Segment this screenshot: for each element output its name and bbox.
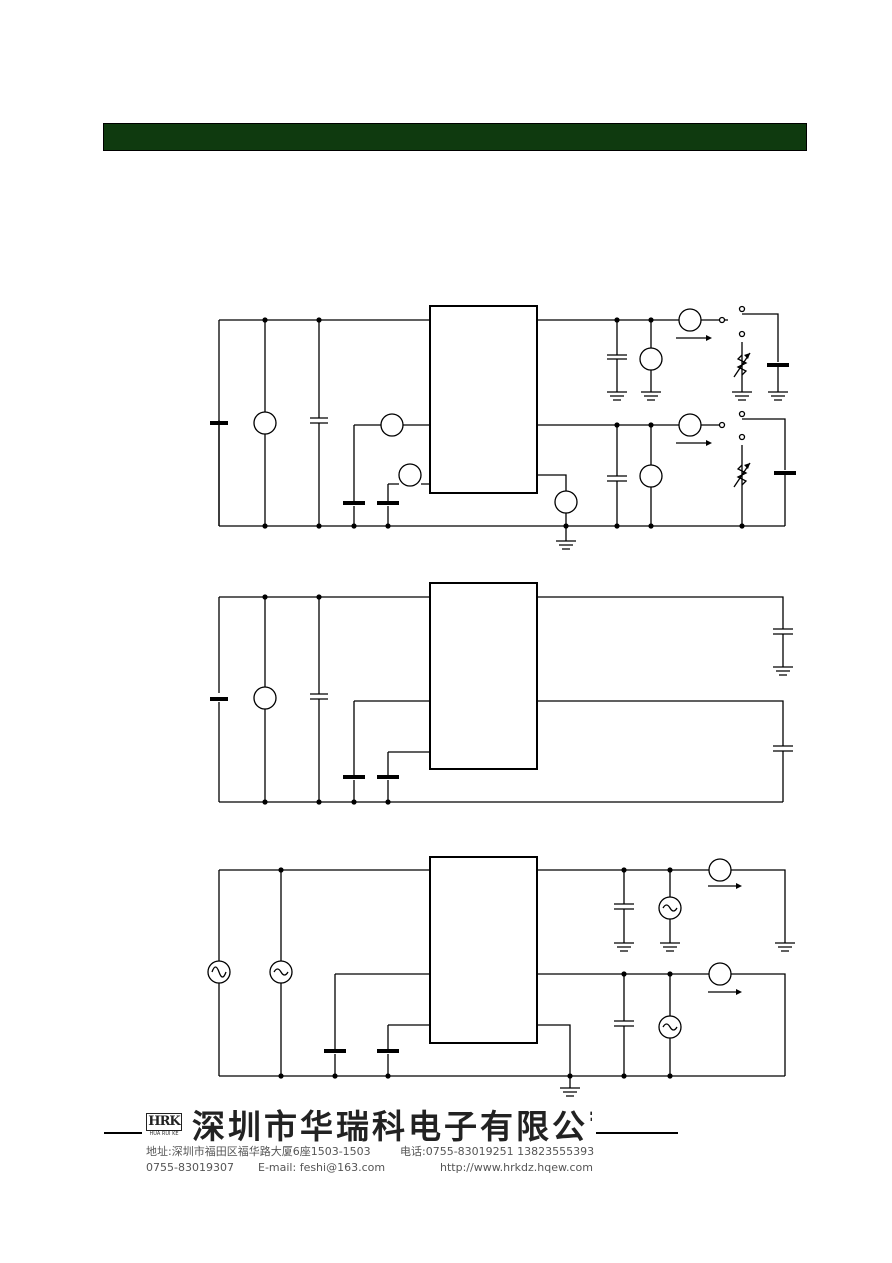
footer-rule-left <box>104 1132 142 1134</box>
footer-rule-right <box>596 1132 678 1134</box>
header-bar <box>103 123 807 151</box>
company-email: E-mail: feshi@163.com <box>258 1161 386 1174</box>
company-address: 地址:深圳市福田区福华路大厦6座1503-1503 <box>146 1145 371 1158</box>
ic-block <box>430 306 537 493</box>
company-website: http://www.hrkdz.hqew.com <box>440 1161 593 1174</box>
schematic-1 <box>210 295 796 550</box>
company-phone: 电话:0755-83019251 13823555393 <box>400 1145 595 1158</box>
schematic-3 <box>0 850 892 1100</box>
company-fax: 0755-83019307 <box>146 1161 234 1174</box>
footer: HRK HUA RUI KE 深圳市华瑞科电子有限公司 地址:深圳市福田区福华路… <box>0 1105 892 1185</box>
ic-block <box>430 583 537 769</box>
schematic-2 <box>210 575 892 805</box>
company-name: 深圳市华瑞科电子有限公司 <box>192 1107 592 1146</box>
ic-block <box>430 857 537 1043</box>
logo-text: HRK <box>146 1113 182 1131</box>
logo-subtext: HUA RUI KE <box>149 1131 179 1137</box>
company-logo: HRK HUA RUI KE <box>146 1113 182 1137</box>
